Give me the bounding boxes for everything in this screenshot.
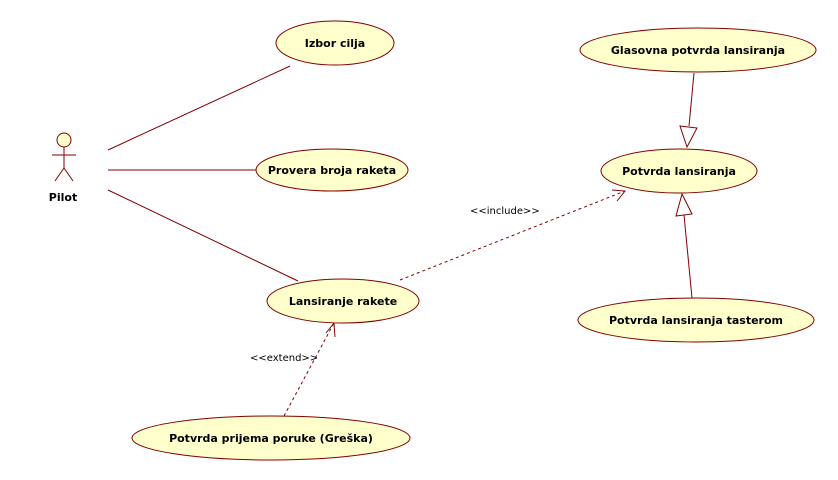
use-case-provera-broja-raketa[interactable]: Provera broja raketa <box>255 148 409 192</box>
use-case-label: Potvrda lansiranja <box>622 165 736 178</box>
use-case-lansiranje-rakete[interactable]: Lansiranje rakete <box>266 278 420 324</box>
generalization-glasovna <box>679 72 698 149</box>
association-lansiranje-rakete <box>107 189 299 282</box>
actor-pilot[interactable]: Pilot <box>49 132 77 204</box>
association-izbor-cilja <box>107 65 291 151</box>
generalization-tasterom <box>675 192 693 299</box>
include-stereotype-label: <<include>> <box>470 206 540 217</box>
use-case-izbor-cilja[interactable]: Izbor cilja <box>275 20 395 66</box>
use-case-glasovna-potvrda-lansiranja[interactable]: Glasovna potvrda lansiranja <box>579 27 817 73</box>
extend-stereotype-label: <<extend>> <box>250 353 318 364</box>
actor-name: Pilot <box>49 191 77 204</box>
use-case-label: Glasovna potvrda lansiranja <box>611 44 785 57</box>
use-case-potvrda-prijema-poruke[interactable]: Potvrda prijema poruke (Greška) <box>131 415 411 461</box>
use-case-potvrda-lansiranja-tasterom[interactable]: Potvrda lansiranja tasterom <box>577 297 815 343</box>
use-case-label: Provera broja raketa <box>268 164 396 177</box>
extend-dependency <box>283 321 336 417</box>
include-dependency <box>399 189 626 281</box>
use-case-label: Lansiranje rakete <box>289 295 397 308</box>
use-case-potvrda-lansiranja[interactable]: Potvrda lansiranja <box>600 148 758 194</box>
actor-head-icon <box>56 132 72 148</box>
use-case-label: Potvrda lansiranja tasterom <box>609 314 783 327</box>
use-case-label: Potvrda prijema poruke (Greška) <box>169 432 373 445</box>
use-case-label: Izbor cilja <box>305 37 365 50</box>
